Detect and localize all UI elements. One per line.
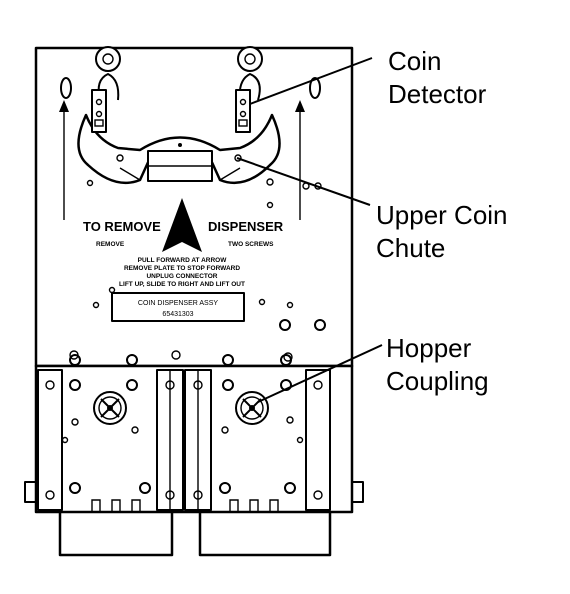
- pull-arrow-icon: [162, 198, 202, 252]
- coin-detector-right: [235, 89, 251, 133]
- coin-detector-left: [91, 89, 107, 133]
- instruction-line-4: LIFT UP, SLIDE TO RIGHT AND LIFT OUT: [119, 281, 245, 288]
- instruction-line-2: REMOVE PLATE TO STOP FORWARD: [124, 265, 240, 272]
- label-line-2: 65431303: [162, 311, 193, 318]
- removal-instructions: TO REMOVE DISPENSER REMOVE TWO SCREWS PU…: [83, 198, 284, 288]
- two-screws-text: TWO SCREWS: [228, 241, 274, 248]
- callout-coin-detector: Coin Detector: [388, 46, 487, 109]
- hopper-section: [24, 354, 364, 557]
- callout-hopper-coupling: Hopper Coupling: [386, 333, 489, 396]
- coin-detector-label-line-2: Detector: [388, 79, 487, 109]
- instruction-line-1: PULL FORWARD AT ARROW: [138, 257, 228, 264]
- dispenser-text: DISPENSER: [208, 219, 284, 234]
- remove-text: REMOVE: [96, 241, 125, 248]
- hopper-coupling-label-line-1: Hopper: [386, 333, 472, 363]
- coin-detector-label-line-1: Coin: [388, 46, 441, 76]
- label-line-1: COIN DISPENSER ASSY: [138, 300, 218, 307]
- hopper-coupling-left: [93, 391, 127, 425]
- leader-lines: [236, 57, 383, 403]
- hopper-coupling-right: [235, 391, 269, 425]
- upper-coin-chute-label-line-1: Upper Coin: [376, 200, 508, 230]
- assembly-label: COIN DISPENSER ASSY 65431303: [111, 292, 245, 322]
- hopper-coupling-label-line-2: Coupling: [386, 366, 489, 396]
- callout-upper-coin-chute: Upper Coin Chute: [376, 200, 508, 263]
- instruction-line-3: UNPLUG CONNECTOR: [146, 273, 217, 280]
- to-remove-text: TO REMOVE: [83, 219, 161, 234]
- upper-coin-chute-label-line-2: Chute: [376, 233, 445, 263]
- upper-coin-chute: [77, 73, 281, 185]
